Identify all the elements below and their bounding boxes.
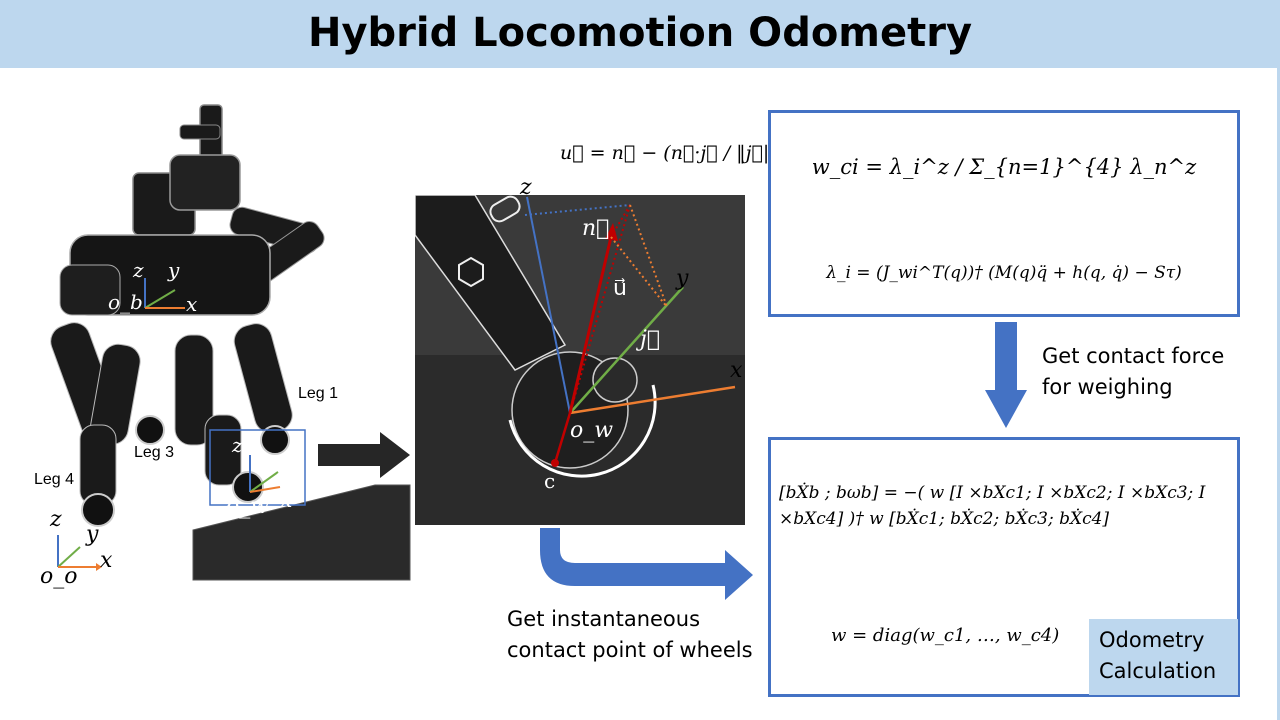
wheel-frame-z: z <box>232 433 243 457</box>
weight-matrix: w = diag(w_c1, …, w_c4) <box>831 625 1060 646</box>
right-border <box>1277 0 1280 720</box>
wheel-figure <box>415 195 745 525</box>
leg-label-1: Leg 1 <box>298 385 339 402</box>
wheel-j-label: j⃗ <box>640 327 661 352</box>
title-bar <box>0 0 1280 68</box>
contact-point-caption-line2: contact point of wheels <box>507 638 753 662</box>
origin-frame-z: z <box>50 507 62 532</box>
wheel-origin-label: o_w <box>570 418 614 443</box>
blue-down-arrow <box>985 322 1027 428</box>
origin-frame-x: x <box>100 548 113 573</box>
contact-force-caption: Get contact force for weighing <box>1042 341 1224 403</box>
odometry-equation: [bẊb ; bωb] = −( w [I ×bXc1; I ×bXc2; I … <box>779 483 1206 529</box>
slide-title: Hybrid Locomotion Odometry <box>307 10 973 56</box>
wheel-u-label: u⃗ <box>613 276 627 301</box>
robot-figure <box>50 104 411 581</box>
leg-label-4: Leg 4 <box>34 471 75 488</box>
leg-label-3: Leg 3 <box>134 444 175 461</box>
contact-point-label: c <box>544 469 556 493</box>
contact-force-caption-line1: Get contact force <box>1042 344 1225 368</box>
contact-weight-formula: w_ci = λ_i^z / Σ_{n=1}^{4} λ_n^z <box>811 155 1197 179</box>
black-arrow <box>318 432 410 478</box>
origin-frame-y: y <box>86 522 99 547</box>
body-frame-x: x <box>186 292 198 316</box>
blue-curved-arrow <box>540 528 753 600</box>
wheel-frame-origin: o_w <box>226 494 270 519</box>
wheel-z-label: z <box>520 175 532 200</box>
contact-force-caption-line2: for weighing <box>1042 375 1173 399</box>
leg-label-2: Leg 2 <box>312 467 353 484</box>
wheel-x-label: x <box>730 358 743 383</box>
odometry-label-line2: Calculation <box>1099 659 1217 683</box>
body-frame-origin: o_b <box>108 290 143 314</box>
body-frame-z: z <box>133 258 144 282</box>
origin-frame-label: o_o <box>40 564 78 589</box>
weight-formula-box: w_ci = λ_i^z / Σ_{n=1}^{4} λ_n^z λ_i = (… <box>768 110 1240 317</box>
wheel-frame-y: y <box>278 452 291 477</box>
wheel-y-label: y <box>676 266 689 291</box>
odometry-label-line1: Odometry <box>1099 628 1205 652</box>
odometry-box: [bẊb ; bωb] = −( w [I ×bXc1; I ×bXc2; I … <box>768 437 1240 697</box>
contact-force-formula: λ_i = (J_wi^T(q))† (M(q)q̈ + h(q, q̇) − … <box>826 263 1182 283</box>
odometry-label: Odometry Calculation <box>1089 619 1238 695</box>
wheel-n-label: n⃗ <box>582 216 610 241</box>
projection-formula: u⃗ = n⃗ − (n⃗·j⃗ / ‖j⃗‖²) j⃗ <box>560 142 811 164</box>
contact-point-caption: Get instantaneous contact point of wheel… <box>507 604 753 666</box>
body-frame-y: y <box>168 258 180 282</box>
contact-point-caption-line1: Get instantaneous <box>507 607 701 631</box>
wheel-frame-x: x <box>280 488 293 513</box>
